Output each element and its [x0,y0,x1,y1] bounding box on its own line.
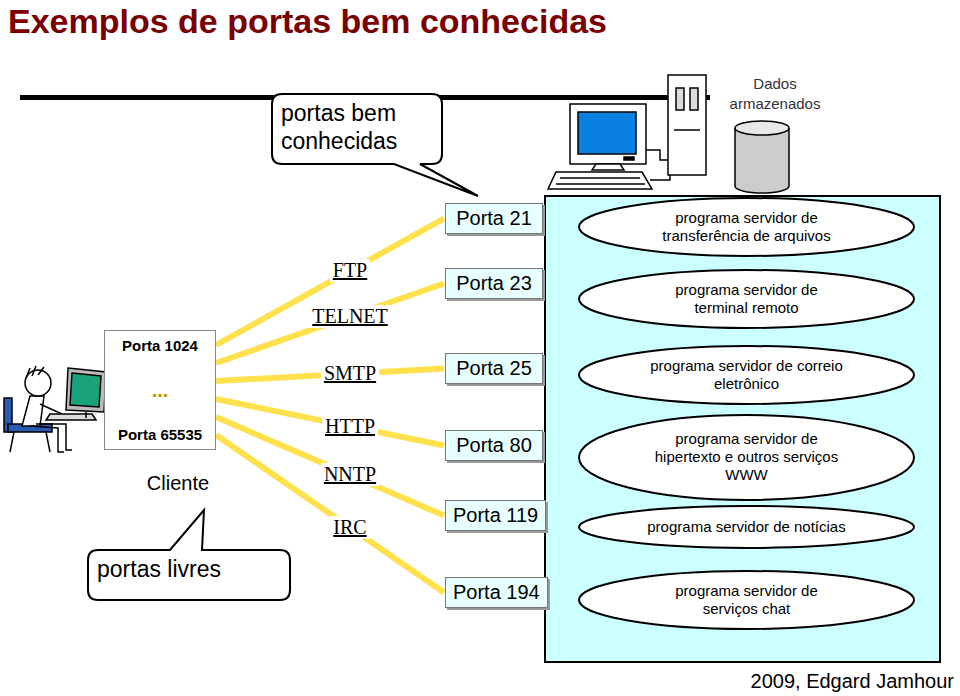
ellipse-shape [579,415,914,500]
protocol-label: SMTP [321,362,379,385]
port-box: Porta 25 [445,353,543,384]
client-person [4,366,106,452]
node-text: Porta 119 [453,504,538,527]
node-text: Porta 65535 [118,426,202,443]
callout-bubble: portas livres [88,550,290,600]
node-text: programa servidor de notícias [647,518,845,536]
connection-line [216,284,444,364]
server-program-ellipse: programa servidor de serviços chat [578,570,915,630]
node-text: programa servidor de correio eletrônico [632,357,862,393]
protocol-label: IRC [330,516,369,539]
client-label: Cliente [120,472,236,495]
connection-line [216,399,444,446]
port-box: Porta 80 [445,430,543,461]
callout-shape [88,510,290,600]
ellipse-shape [579,270,914,328]
ellipse-shape [579,346,914,404]
node-text: Porta 23 [456,272,532,295]
node-text: Porta 80 [456,434,532,457]
node-text: Porta 21 [456,207,532,230]
ellipse-shape [579,198,914,256]
node-text: Porta 1024 [122,337,198,354]
node-text: programa servidor de serviços chat [652,582,842,618]
protocol-label: HTTP [322,415,378,438]
page-title: Exemplos de portas bem conhecidas [8,2,607,41]
server-program-ellipse: programa servidor de transferência de ar… [578,197,915,257]
node-text: portas bem conhecidas [281,100,433,155]
node-text: Porta 25 [456,357,532,380]
port-box: Porta 21 [445,203,543,234]
connection-line [216,219,444,346]
port-box: Porta 23 [445,268,543,299]
server-program-ellipse: programa servidor de notícias [578,505,915,549]
node-text: programa servidor de hipertexto e outros… [642,430,852,484]
node-text: programa servidor de transferência de ar… [647,209,847,245]
callout-bubble: portas bem conhecidas [272,94,442,164]
storage-label: Dados armazenados [712,74,838,113]
server-panel [545,196,940,662]
copyright-note: 2009, Edgard Jamhour [749,670,956,693]
server-program-ellipse: programa servidor de correio eletrônico [578,345,915,405]
database-cylinder [735,121,789,193]
ellipse-shape [579,571,914,629]
ellipse-shape [579,506,914,548]
node-text: programa servidor de terminal remoto [652,281,842,317]
port-box: Porta 194 [445,577,548,608]
node-text: Porta 194 [453,581,540,604]
protocol-label: FTP [330,259,370,282]
server-computer [548,75,706,189]
server-program-ellipse: programa servidor de hipertexto e outros… [578,414,915,501]
client-port-box: Porta 1024... Porta 65535 [104,330,216,450]
protocol-label: TELNET [309,305,391,328]
protocol-label: NNTP [321,463,379,486]
port-box: Porta 119 [445,500,546,531]
node-text: ... [152,380,169,400]
server-program-ellipse: programa servidor de terminal remoto [578,269,915,329]
node-text: portas livres [97,556,281,584]
callout-shape [272,94,478,196]
